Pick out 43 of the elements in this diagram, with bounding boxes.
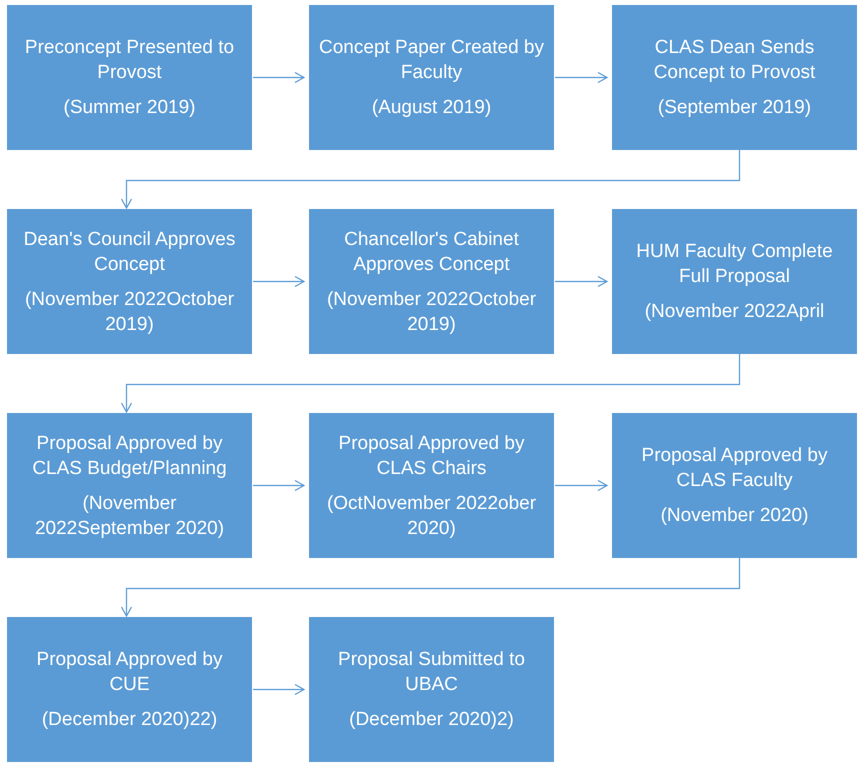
arrow [253, 276, 305, 288]
step-date: (OctNovember 2022ober 2020) [326, 492, 538, 540]
process-box [612, 5, 857, 150]
process-box [309, 617, 554, 762]
step-title: Proposal Approved by CLAS Faculty [640, 444, 828, 493]
step-date: (November 2022April [644, 300, 824, 324]
process-box [7, 617, 252, 762]
process-box [7, 5, 252, 150]
step-date: (December 2020)22) [42, 708, 218, 732]
arrow [253, 72, 305, 84]
step-title: Preconcept Presented to Provost [24, 36, 236, 85]
process-box [612, 209, 857, 354]
step-title: Proposal Approved by CUE [36, 648, 224, 697]
step-date: (August 2019) [372, 96, 492, 120]
step-date: (Summer 2019) [64, 96, 196, 120]
step-date: (November 2022October 2019) [326, 288, 538, 336]
arrow [253, 684, 305, 696]
process-box [309, 209, 554, 354]
arrow [120, 354, 740, 413]
step-date: (December 2020)2) [349, 708, 514, 732]
step-date: (November 2020) [660, 504, 808, 528]
step-title: CLAS Dean Sends Concept to Provost [652, 36, 816, 85]
step-title: Proposal Approved by CLAS Budget/Planning [31, 432, 228, 480]
step-date: (November 2022October 2019) [24, 288, 236, 336]
arrow [253, 480, 305, 492]
step-title: Proposal Approved by CLAS Chairs [338, 432, 526, 480]
step-title: Chancellor's Cabinet Approves Concept [343, 228, 520, 276]
step-title: Dean's Council Approves Concept [22, 228, 236, 276]
process-box [309, 5, 554, 150]
arrow [120, 150, 740, 209]
step-date: (September 2019) [658, 96, 812, 120]
step-date: (November 2022September 2020) [34, 492, 226, 540]
step-title: Proposal Submitted to UBAC [337, 648, 526, 697]
process-box [7, 209, 252, 354]
arrow [555, 480, 608, 492]
process-box [309, 413, 554, 558]
step-title: Concept Paper Created by Faculty [318, 36, 545, 85]
arrow [555, 276, 608, 288]
arrow [555, 72, 608, 84]
process-box [7, 413, 252, 558]
arrow [120, 558, 740, 617]
process-box [612, 413, 857, 558]
step-title: HUM Faculty Complete Full Proposal [635, 240, 834, 289]
